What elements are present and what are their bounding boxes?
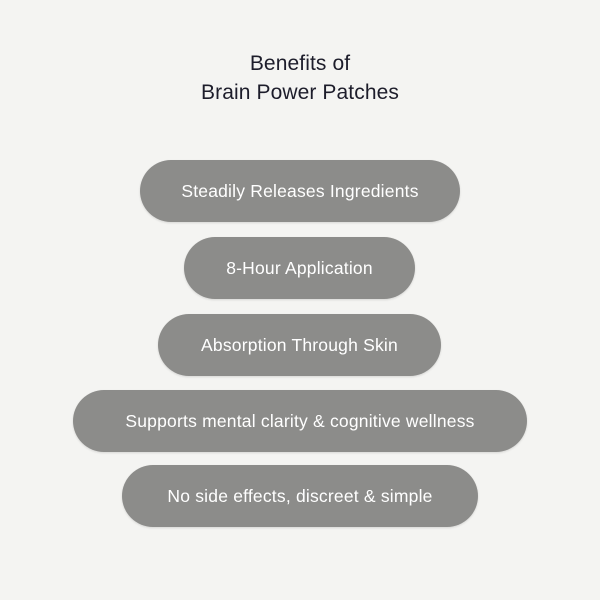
benefit-label: No side effects, discreet & simple [167,485,433,506]
benefit-label: Supports mental clarity & cognitive well… [125,410,475,431]
title-line-2: Brain Power Patches [201,81,399,104]
benefit-label: Absorption Through Skin [201,334,398,355]
benefit-pill-no-side-effects: No side effects, discreet & simple [122,465,478,527]
benefit-pill-steady-release: Steadily Releases Ingredients [140,160,460,222]
benefit-pill-mental-clarity: Supports mental clarity & cognitive well… [73,390,527,452]
benefit-label: Steadily Releases Ingredients [181,180,419,201]
page-title: Benefits of Brain Power Patches [0,49,600,107]
benefit-pill-absorption: Absorption Through Skin [158,314,441,376]
benefit-pill-8-hour: 8-Hour Application [184,237,415,299]
benefit-label: 8-Hour Application [226,257,373,278]
title-line-1: Benefits of [249,52,351,75]
